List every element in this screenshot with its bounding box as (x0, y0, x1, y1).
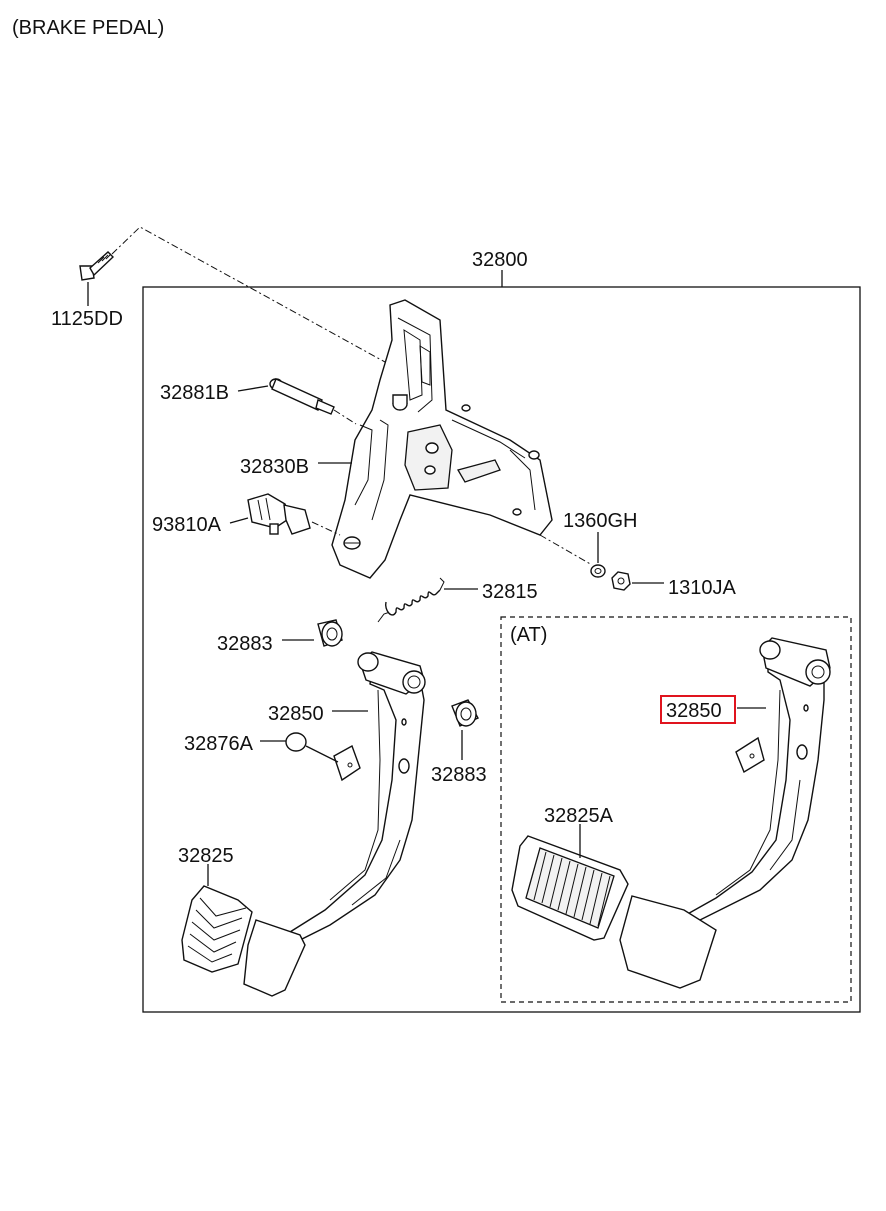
nut-1310ja (611, 571, 631, 591)
label-32830b: 32830B (240, 456, 309, 478)
bolt-1125dd (79, 251, 115, 281)
label-32800: 32800 (472, 249, 528, 271)
label-32876a: 32876A (184, 733, 254, 755)
nut-1360gh (590, 564, 606, 578)
bolt-install-line (111, 226, 386, 363)
at-section-box (500, 616, 852, 1003)
nut-install-line (539, 534, 593, 566)
leader-32881b (237, 385, 269, 392)
label-93810a: 93810A (152, 514, 222, 536)
stopper-32876a (285, 732, 307, 752)
highlight-box-32850 (660, 695, 736, 724)
pedal-arm-32850-mt (243, 651, 426, 997)
label-1125dd: 1125DD (51, 308, 123, 330)
label-1360gh: 1360GH (563, 510, 638, 532)
label-32881b: 32881B (160, 382, 229, 404)
label-32815: 32815 (482, 581, 538, 603)
pad-32825 (181, 885, 253, 973)
label-32825: 32825 (178, 845, 234, 867)
label-32883-right: 32883 (431, 764, 487, 786)
switch-install-line (311, 521, 341, 536)
bracket-32830b (331, 299, 553, 579)
bushing-32883-right (451, 699, 479, 727)
leader-93810a (229, 517, 249, 524)
bushing-32883-left (317, 619, 343, 647)
label-32883-left: 32883 (217, 633, 273, 655)
label-32825a: 32825A (544, 805, 614, 827)
pad-32825a (511, 835, 629, 941)
stopper-leader (305, 745, 339, 763)
label-32850-mt: 32850 (268, 703, 324, 725)
label-32850-at: 32850 (666, 700, 722, 722)
pedal-arm-32850-at (619, 637, 831, 989)
label-1310ja: 1310JA (668, 577, 736, 599)
label-at: (AT) (510, 624, 547, 646)
pin-32881b (269, 378, 335, 415)
switch-93810a (247, 493, 311, 535)
pin-install-line (333, 409, 357, 425)
page-title: (BRAKE PEDAL) (12, 17, 164, 39)
spring-32815 (377, 577, 445, 623)
